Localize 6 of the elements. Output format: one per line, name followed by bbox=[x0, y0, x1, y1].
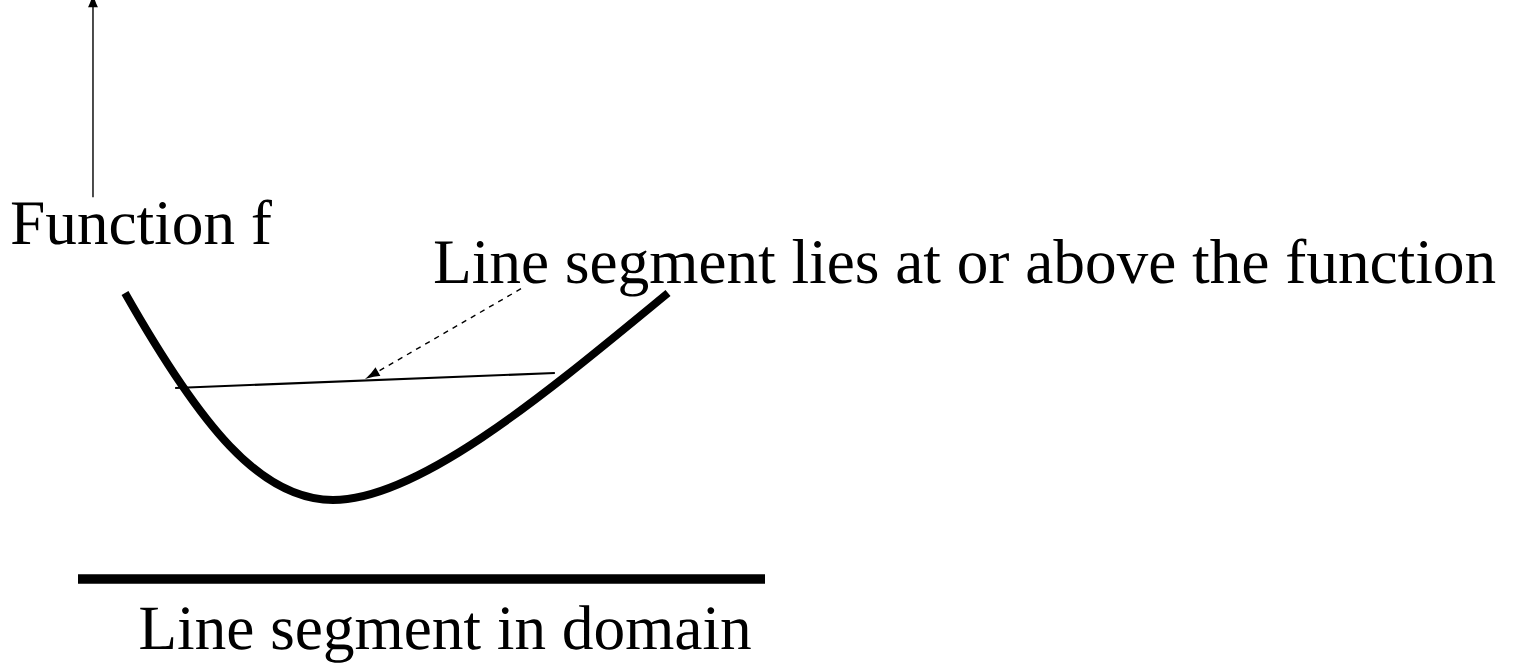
leader-line bbox=[367, 288, 522, 379]
text-label: Line segment lies at or above the function bbox=[434, 238, 1496, 297]
chord-line bbox=[175, 371, 555, 390]
text-label: Function f bbox=[11, 199, 272, 245]
bar-caption: Line segment in domain bbox=[140, 605, 751, 663]
arrow bbox=[88, 0, 98, 198]
